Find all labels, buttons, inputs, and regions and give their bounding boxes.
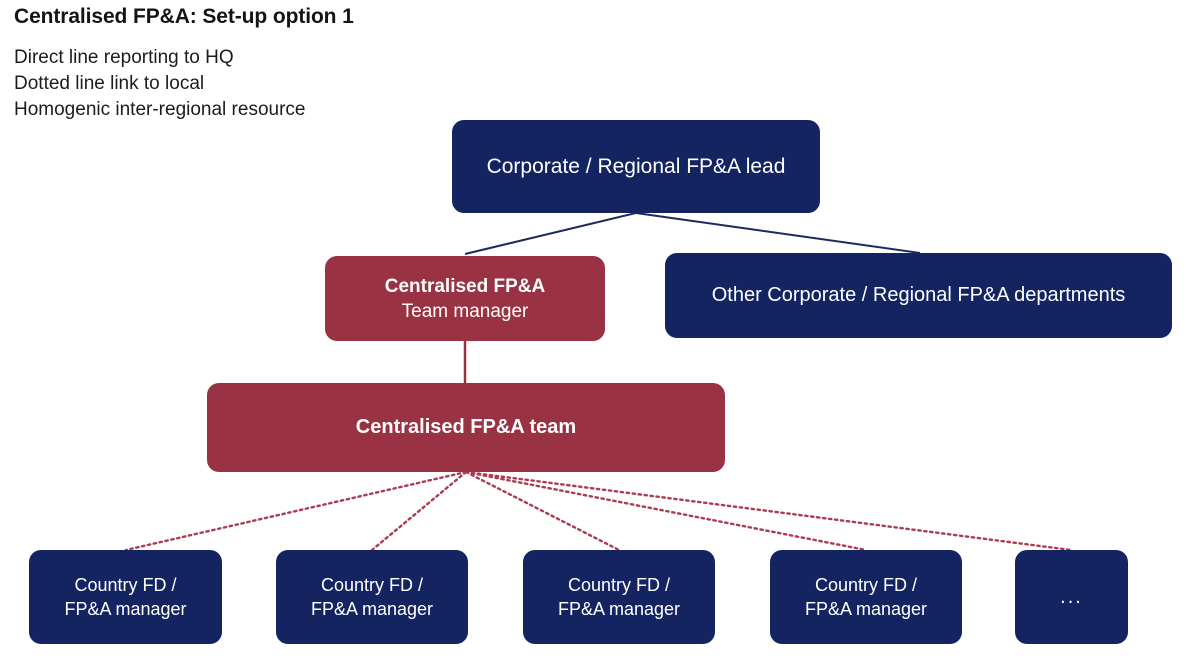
node-centralised-fpa-team[interactable]: Centralised FP&A team [207,383,725,472]
subtitle-line-3: Homogenic inter-regional resource [14,99,306,120]
node-label: Corporate / Regional FP&A lead [486,154,786,178]
node-label-line1: Centralised FP&A [384,275,546,297]
edge-team-to-leaf-2 [370,470,468,552]
subtitle-block: Direct line reporting to HQ Dotted line … [14,45,305,123]
edge-team-to-leaf-4 [464,470,868,552]
node-label-line1: Country FD / [567,575,671,595]
node-label-line1: Country FD / [74,575,177,595]
node-label-line1: Country FD / [814,575,918,595]
edge-team-to-leaf-1 [124,470,468,552]
subtitle-line-1: Direct line reporting to HQ [14,47,234,68]
node-country-fd-fpa-manager-3[interactable]: Country FD / FP&A manager [523,550,715,644]
node-centralised-fpa-team-manager[interactable]: Centralised FP&A Team manager [325,256,605,341]
subtitle-line-2: Dotted line link to local [14,73,205,94]
node-label-line2: FP&A manager [557,599,681,619]
edge-lead-to-team-manager [464,212,637,255]
node-label-ellipsis: ... [1060,586,1083,608]
edge-team-to-leaf-3 [464,470,621,552]
node-country-fd-fpa-manager-2[interactable]: Country FD / FP&A manager [276,550,468,644]
edge-team-to-leaf-5 [464,470,1073,552]
edge-lead-to-other-depts [635,212,921,254]
node-other-corporate-regional-fpa-departments[interactable]: Other Corporate / Regional FP&A departme… [665,253,1172,338]
page-title: Centralised FP&A: Set-up option 1 [14,5,354,28]
node-corporate-regional-fpa-lead[interactable]: Corporate / Regional FP&A lead [452,120,820,213]
node-label-line1: Country FD / [320,575,424,595]
node-country-fd-fpa-manager-1[interactable]: Country FD / FP&A manager [29,550,222,644]
node-label-line2: FP&A manager [310,599,434,619]
node-country-fd-fpa-manager-more[interactable]: ... [1015,550,1128,644]
node-country-fd-fpa-manager-4[interactable]: Country FD / FP&A manager [770,550,962,644]
node-label-line2: Team manager [401,300,529,322]
node-label-line2: FP&A manager [64,599,187,619]
node-label: Other Corporate / Regional FP&A departme… [711,284,1126,306]
node-label-line2: FP&A manager [804,599,928,619]
node-label: Centralised FP&A team [355,416,577,438]
